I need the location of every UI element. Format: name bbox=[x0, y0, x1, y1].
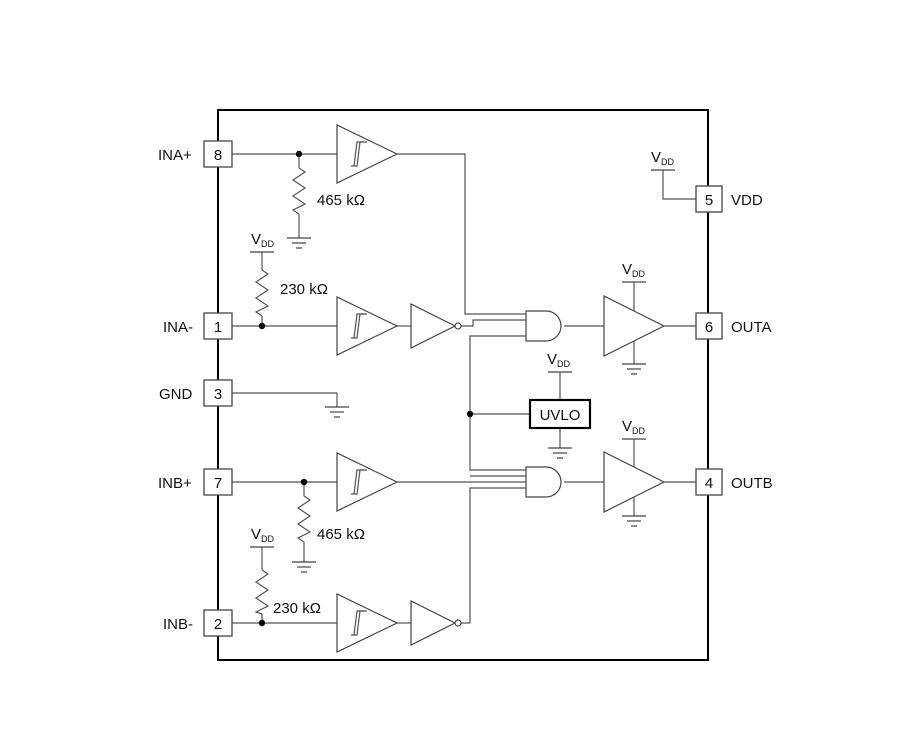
pin-number: 5 bbox=[705, 192, 713, 209]
ground-icon bbox=[325, 406, 349, 418]
ground-icon bbox=[622, 363, 646, 375]
pin-gnd: 3 GND bbox=[159, 379, 233, 407]
schmitt-trigger-b-minus-icon bbox=[336, 593, 399, 653]
and-gate-a-icon bbox=[525, 310, 562, 342]
ground-icon bbox=[292, 561, 316, 573]
ground-icon bbox=[548, 447, 572, 459]
resistor-pullup-b-icon bbox=[254, 569, 270, 615]
pin-label: OUTA bbox=[731, 319, 772, 336]
resistor-label: 230 kΩ bbox=[280, 281, 328, 298]
ground-icon bbox=[287, 237, 311, 249]
resistor-pulldown-a-icon bbox=[291, 167, 307, 215]
uvlo-label: UVLO bbox=[540, 407, 581, 424]
pin-number: 3 bbox=[214, 386, 222, 403]
schmitt-trigger-b-plus-icon bbox=[336, 452, 399, 512]
pin-label: OUTB bbox=[731, 475, 773, 492]
vdd-label: VDD bbox=[651, 149, 675, 167]
pin-vdd: 5 VDD bbox=[695, 185, 763, 213]
output-driver-b-icon bbox=[603, 451, 666, 513]
vdd-label: VDD bbox=[547, 351, 571, 369]
pin-number: 8 bbox=[214, 147, 222, 164]
uvlo-block: UVLO bbox=[528, 398, 592, 430]
vdd-bars bbox=[250, 169, 675, 548]
pin-inb-minus: 2 INB- bbox=[163, 609, 233, 637]
pin-ina-minus: 1 INA- bbox=[163, 312, 233, 340]
vdd-label: VDD bbox=[622, 418, 646, 436]
pin-outa: 6 OUTA bbox=[695, 312, 772, 340]
wires bbox=[232, 153, 696, 624]
pin-inb-plus: 7 INB+ bbox=[158, 468, 233, 496]
resistor-label: 465 kΩ bbox=[317, 192, 365, 209]
resistor-label: 465 kΩ bbox=[317, 526, 365, 543]
schmitt-trigger-a-plus-icon bbox=[336, 124, 399, 184]
chip-outline bbox=[217, 109, 709, 661]
pin-number: 7 bbox=[214, 475, 222, 492]
output-driver-a-icon bbox=[603, 295, 666, 357]
pin-label: GND bbox=[159, 386, 193, 403]
resistor-pullup-a-icon bbox=[254, 269, 270, 317]
vdd-label: VDD bbox=[251, 526, 275, 544]
resistor-label: 230 kΩ bbox=[273, 600, 321, 617]
pin-label: INB- bbox=[163, 616, 193, 633]
pin-number: 4 bbox=[705, 475, 713, 492]
vdd-label: VDD bbox=[622, 261, 646, 279]
pin-label: VDD bbox=[731, 192, 763, 209]
schmitt-trigger-a-minus-icon bbox=[336, 296, 399, 356]
pin-ina-plus: 8 INA+ bbox=[158, 140, 233, 168]
pin-outb: 4 OUTB bbox=[695, 468, 773, 496]
and-gate-b-icon bbox=[525, 466, 562, 498]
inverter-b-icon bbox=[410, 600, 462, 646]
junction-dots bbox=[258, 150, 474, 627]
pin-label: INB+ bbox=[158, 475, 192, 492]
pin-number: 6 bbox=[705, 319, 713, 336]
resistor-pulldown-b-icon bbox=[296, 495, 312, 543]
vdd-label: VDD bbox=[251, 231, 275, 249]
pin-label: INA- bbox=[163, 319, 193, 336]
ground-icon bbox=[622, 515, 646, 527]
pin-number: 1 bbox=[214, 319, 222, 336]
pin-label: INA+ bbox=[158, 147, 192, 164]
pin-number: 2 bbox=[214, 616, 222, 633]
inverter-a-icon bbox=[410, 303, 462, 349]
